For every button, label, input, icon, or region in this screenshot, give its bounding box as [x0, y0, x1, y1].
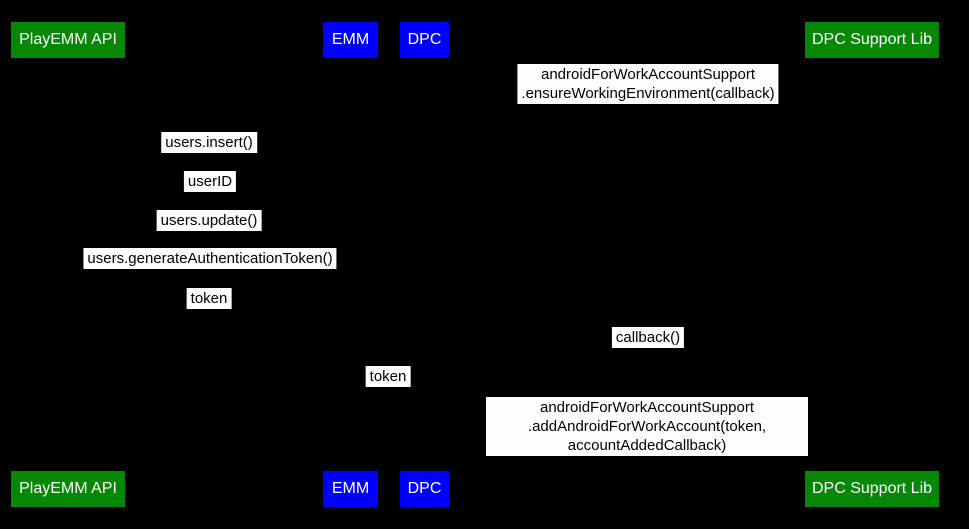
participant-dpc-top: DPC — [400, 22, 449, 58]
message-add-android-for-work-account: androidForWorkAccountSupport .addAndroid… — [486, 397, 808, 456]
participant-dpc-bottom: DPC — [400, 471, 449, 507]
message-users-update: users.update() — [156, 210, 262, 231]
participant-playemm-api-top: PlayEMM API — [11, 22, 125, 58]
participant-label: PlayEMM API — [19, 480, 117, 497]
message-users-insert: users.insert() — [161, 132, 257, 153]
participant-label: PlayEMM API — [19, 31, 117, 48]
message-token-to-dpc: token — [365, 366, 411, 387]
participant-playemm-api-bottom: PlayEMM API — [11, 471, 125, 507]
participant-label: DPC Support Lib — [811, 31, 933, 48]
participant-label: DPC Support Lib — [811, 480, 933, 497]
message-callback: callback() — [611, 327, 685, 348]
message-token-response: token — [186, 288, 232, 309]
participant-label: DPC — [407, 31, 442, 48]
message-users-generate-authentication-token: users.generateAuthenticationToken() — [83, 248, 337, 269]
participant-emm-top: EMM — [323, 22, 378, 58]
participant-dpc-support-lib-bottom: DPC Support Lib — [805, 471, 939, 507]
message-user-id: userID — [183, 171, 237, 192]
participant-label: DPC — [407, 480, 442, 497]
participant-label: EMM — [331, 480, 370, 497]
participant-emm-bottom: EMM — [323, 471, 378, 507]
message-ensure-working-environment: androidForWorkAccountSupport .ensureWork… — [517, 64, 779, 104]
participant-label: EMM — [331, 31, 370, 48]
participant-dpc-support-lib-top: DPC Support Lib — [805, 22, 939, 58]
